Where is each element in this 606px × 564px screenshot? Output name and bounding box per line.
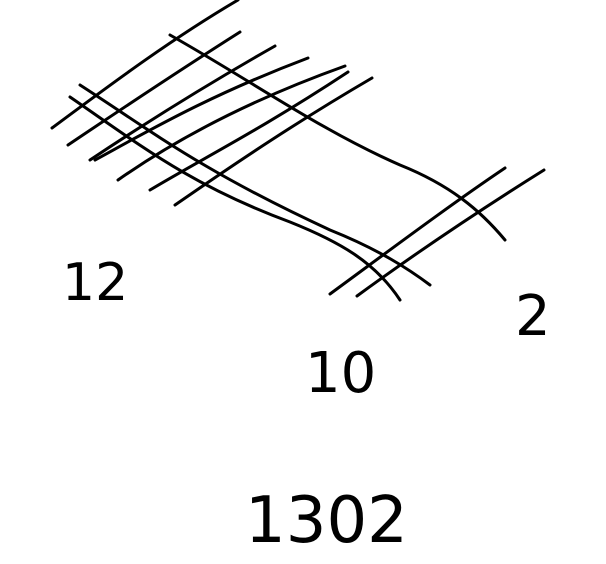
upper-left-diagonal-lines [50,0,374,207]
factor-label-2: 2 [515,284,551,349]
diagonal-line-6 [148,70,350,192]
diagonal-line-2 [66,30,242,147]
right-line-2 [355,168,546,298]
diagonal-line-4 [93,56,310,162]
factor-label-10: 10 [305,341,376,406]
diagonal-line-1 [50,0,240,130]
crossing-line-1 [78,83,432,287]
diagonal-line-5 [116,64,347,182]
factor-label-12: 12 [62,253,128,313]
diagonal-line-7 [173,76,374,207]
right-diagonal-lines [328,166,546,298]
right-line-1 [328,166,507,296]
diagonal-line-3 [88,44,277,162]
crossing-line-3 [168,33,507,242]
result-label-1302: 1302 [245,484,408,558]
